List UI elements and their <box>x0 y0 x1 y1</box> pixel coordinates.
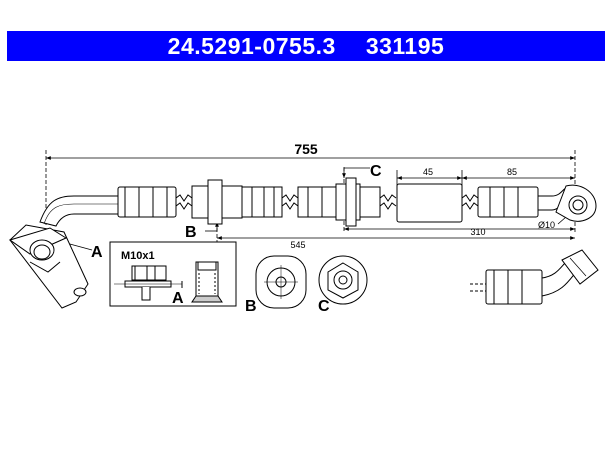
label-a-main: A <box>91 244 103 261</box>
label-thread: M10x1 <box>121 250 155 262</box>
section-b <box>255 255 307 309</box>
end-fitting-variant <box>470 249 599 305</box>
dim-85: 85 <box>507 167 517 177</box>
label-b-section: B <box>245 298 257 315</box>
detail-a <box>109 241 237 307</box>
dim-310: 310 <box>470 227 485 237</box>
part-number: 24.5291-0755.3 <box>167 32 336 59</box>
dim-545: 545 <box>290 240 305 250</box>
label-b-main: B <box>185 224 197 241</box>
header-banner: 24.5291-0755.3 331195 <box>7 31 605 61</box>
hose-assembly <box>8 177 597 309</box>
label-a-detail: A <box>172 290 184 307</box>
label-c-section: C <box>318 298 330 315</box>
reference-number: 331195 <box>365 32 445 59</box>
dim-diameter: Ø10 <box>538 220 555 230</box>
dim-total: 755 <box>294 141 318 157</box>
dimension-labels: 755 45 85 545 310 Ø10 <box>290 141 555 250</box>
dim-45: 45 <box>423 167 433 177</box>
callout-labels: A B C A B C M10x1 <box>91 163 382 315</box>
section-c <box>318 255 368 305</box>
label-c-main: C <box>370 163 382 180</box>
